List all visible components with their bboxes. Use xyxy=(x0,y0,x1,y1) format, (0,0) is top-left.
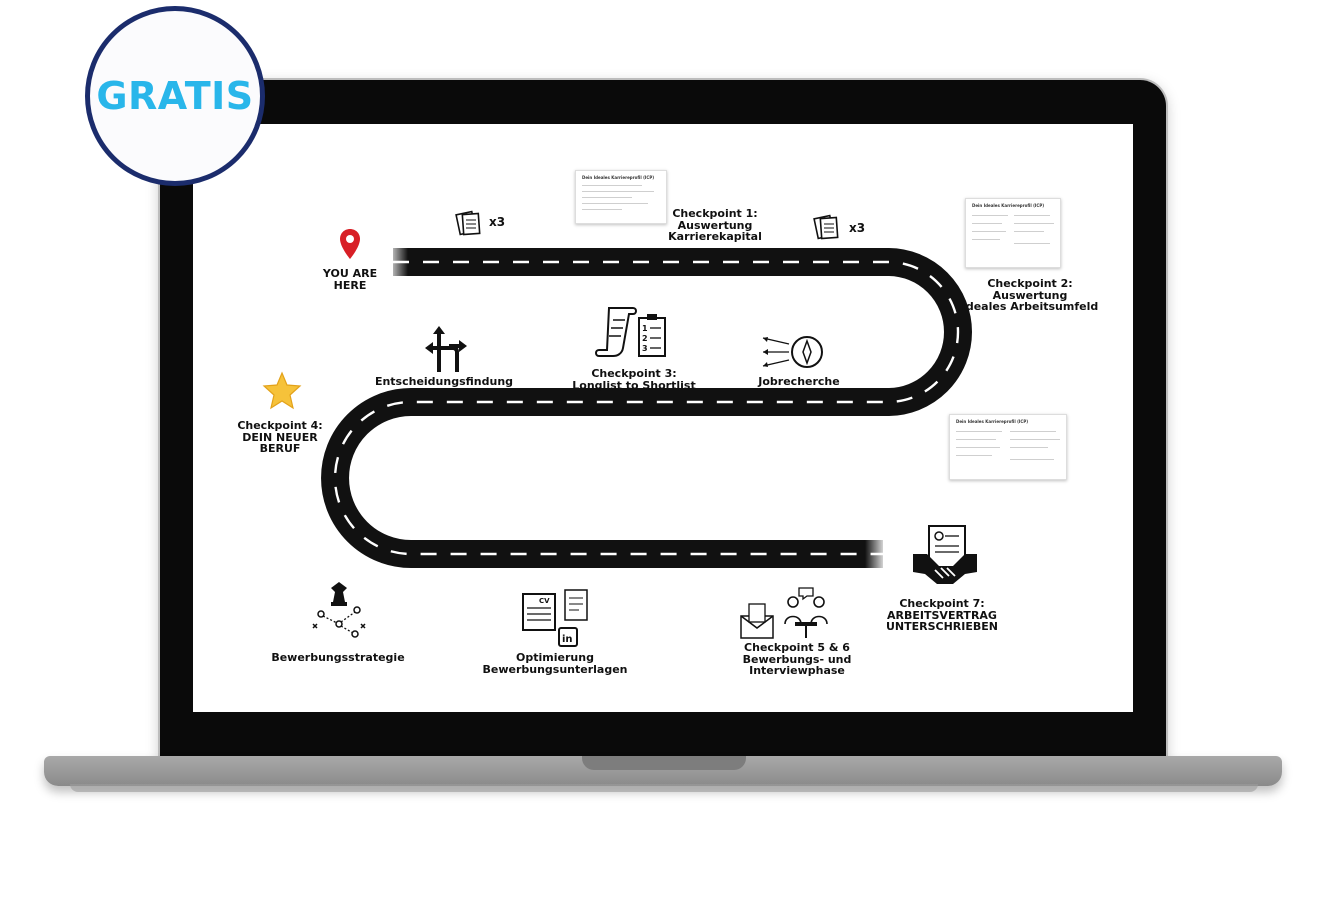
checkpoint-1-label: Checkpoint 1: Auswertung Karrierekapital xyxy=(668,207,762,244)
gratis-badge-label: GRATIS xyxy=(96,74,254,118)
worksheet-thumbnail-1: Dein Ideales Karriereprofil (ICP) xyxy=(575,170,667,224)
compass-icon xyxy=(762,336,823,368)
documents-icon xyxy=(455,210,481,236)
svg-text:1: 1 xyxy=(642,324,648,333)
start-label: YOU ARE HERE xyxy=(322,267,378,292)
checkpoint-5-6-label: Checkpoint 5 & 6 Bewerbungs- und Intervi… xyxy=(742,641,852,678)
worksheet-thumbnail-2: Dein Ideales Karriereprofil (ICP) xyxy=(965,198,1061,268)
laptop-display: YOU ARE HERE x3 Dein Ideales Karrierepro… xyxy=(193,124,1133,712)
documents-label: Optimierung Bewerbungsunterlagen xyxy=(482,651,628,676)
roadmap-road xyxy=(321,244,972,572)
svg-text:CV: CV xyxy=(539,597,550,605)
svg-text:in: in xyxy=(562,634,573,645)
checkpoint-3-label: Checkpoint 3: Longlist to Shortlist xyxy=(572,367,696,392)
svg-text:3: 3 xyxy=(642,344,648,353)
scroll-list-icon: 1 2 3 xyxy=(595,307,666,357)
map-pin-icon xyxy=(340,229,360,259)
checkpoint-7-label: Checkpoint 7: ARBEITSVERTRAG UNTERSCHRIE… xyxy=(885,597,998,634)
svg-text:2: 2 xyxy=(642,334,648,343)
handshake-contract-icon xyxy=(913,525,977,584)
star-icon xyxy=(262,371,302,410)
crossroads-arrows-icon xyxy=(425,326,467,372)
strategy-label: Bewerbungsstrategie xyxy=(271,651,405,664)
laptop-notch xyxy=(582,756,746,770)
checkpoint-2-label: Checkpoint 2: Auswertung Ideales Arbeits… xyxy=(961,277,1099,314)
worksheet-thumbnail-3: Dein Ideales Karriereprofil (ICP) xyxy=(949,414,1067,480)
copies-label-2: x3 xyxy=(849,221,866,235)
documents-icon-2 xyxy=(813,214,839,240)
jobsearch-label: Jobrecherche xyxy=(758,375,840,388)
laptop-base-shadow xyxy=(70,784,1258,792)
decision-label: Entscheidungsfindung xyxy=(374,375,514,388)
interview-icon xyxy=(740,587,828,639)
chess-strategy-icon xyxy=(312,582,366,638)
gratis-badge: GRATIS xyxy=(85,6,265,186)
cv-linkedin-icon: CV in xyxy=(522,589,588,647)
checkpoint-4-label: Checkpoint 4: DEIN NEUER BERUF xyxy=(237,419,323,456)
copies-label-1: x3 xyxy=(489,215,506,229)
